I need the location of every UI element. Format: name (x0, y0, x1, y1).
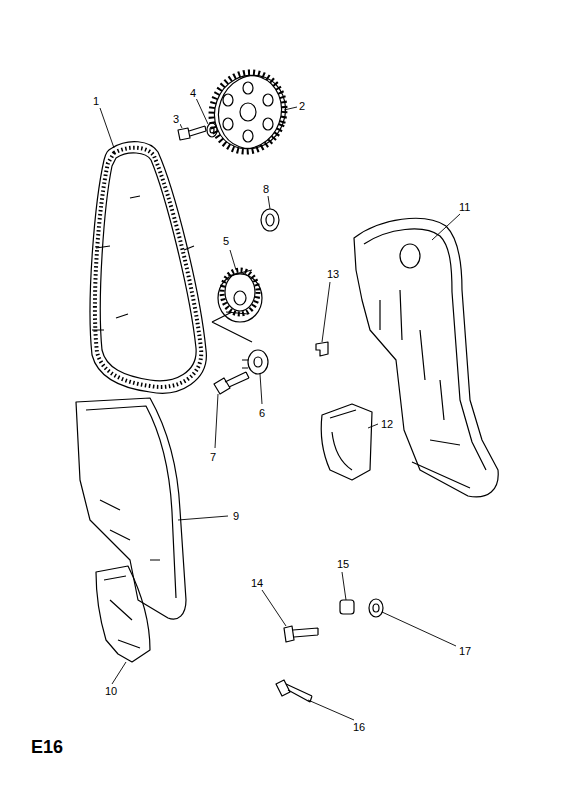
callout-number: 2 (298, 101, 306, 112)
timing-belt (90, 142, 206, 394)
rear-timing-cover (354, 218, 498, 496)
callout-number: 17 (458, 646, 472, 657)
callout-number: 1 (92, 96, 100, 107)
crankshaft-sprocket (218, 270, 262, 322)
callout-number: 3 (172, 114, 180, 125)
front-timing-cover (76, 398, 186, 619)
callout-number: 12 (380, 419, 394, 430)
callout-number: 8 (262, 184, 270, 195)
figure-code: E16 (30, 738, 64, 756)
bolt (178, 126, 206, 140)
bolt (284, 626, 318, 642)
retaining-clip (316, 342, 328, 356)
lower-front-cover (96, 566, 150, 662)
callout-number: 6 (258, 408, 266, 419)
leader-lines (100, 98, 460, 720)
washer (261, 209, 279, 231)
camshaft-gear (200, 62, 295, 162)
callout-number: 16 (352, 722, 366, 733)
washer (207, 123, 217, 137)
spacer (340, 600, 354, 614)
spacer (242, 350, 268, 374)
callout-number: 14 (250, 578, 264, 589)
callout-number: 9 (232, 511, 240, 522)
callout-number: 4 (189, 88, 197, 99)
callout-number: 7 (209, 452, 217, 463)
callout-number: 15 (336, 559, 350, 570)
bolt (276, 680, 312, 702)
callout-number: 5 (222, 236, 230, 247)
callout-number: 11 (458, 202, 471, 213)
callout-number: 10 (104, 686, 118, 697)
callout-number: 13 (326, 269, 340, 280)
bolt (214, 372, 249, 394)
bracket-line (212, 312, 252, 342)
lower-cover (321, 404, 372, 480)
washer (369, 599, 383, 617)
